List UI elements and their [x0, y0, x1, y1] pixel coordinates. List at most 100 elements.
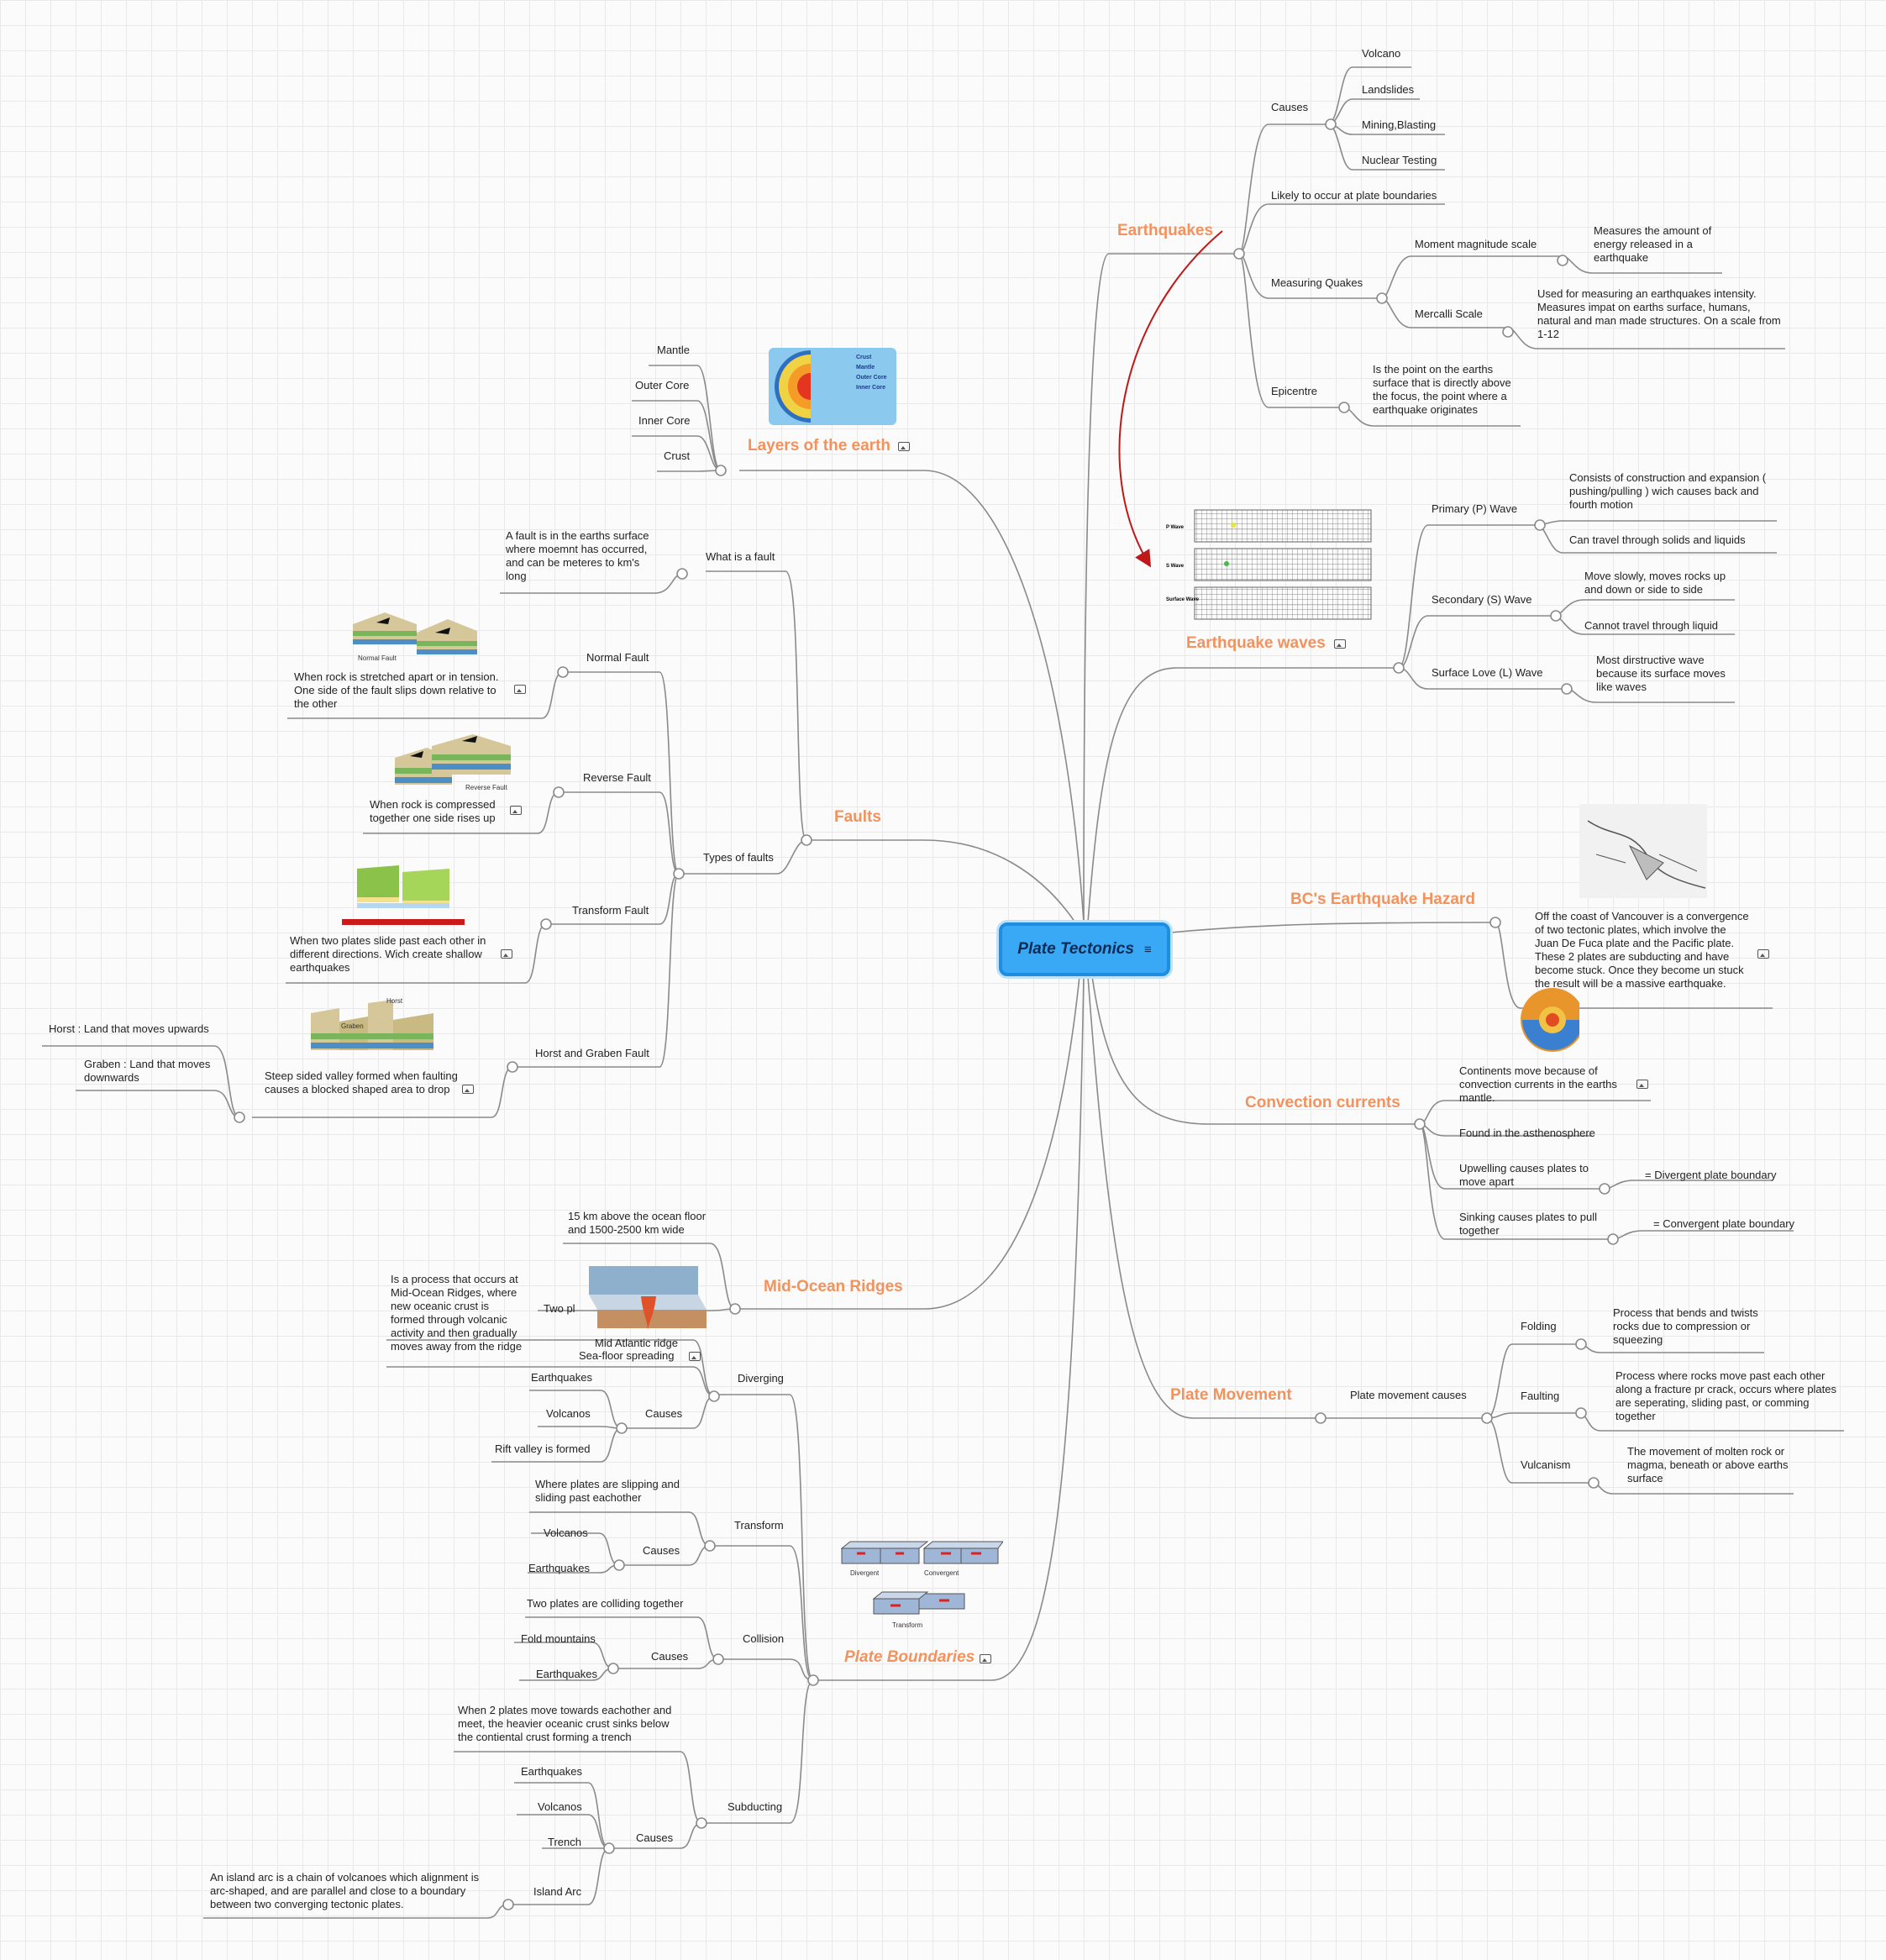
eq-moment[interactable]: Moment magnitude scale — [1415, 238, 1537, 250]
bound-div-causes[interactable]: Causes — [645, 1407, 683, 1420]
eq-causes[interactable]: Causes — [1271, 101, 1309, 113]
image-icon[interactable] — [1636, 1080, 1648, 1089]
fault-transform[interactable]: Transform Fault — [572, 904, 649, 917]
bound-tr-vol[interactable]: Volcanos — [544, 1526, 588, 1539]
bound-col-desc[interactable]: Two plates are colliding together — [527, 1597, 684, 1610]
branch-waves[interactable]: Earthquake waves — [1186, 634, 1326, 652]
eq-measuring[interactable]: Measuring Quakes — [1271, 276, 1363, 289]
bound-sub-trench[interactable]: Trench — [548, 1836, 581, 1848]
fault-horst-desc[interactable]: Steep sided valley formed when faulting … — [265, 1069, 458, 1096]
image-icon[interactable] — [462, 1085, 474, 1094]
bound-col-eq[interactable]: Earthquakes — [536, 1668, 597, 1680]
move-folding[interactable]: Folding — [1521, 1320, 1557, 1332]
bound-sub-eq[interactable]: Earthquakes — [521, 1765, 582, 1778]
eq-likely[interactable]: Likely to occur at plate boundaries — [1271, 189, 1437, 202]
fault-reverse[interactable]: Reverse Fault — [583, 771, 651, 784]
wave-p2[interactable]: Can travel through solids and liquids — [1569, 533, 1746, 546]
ridge-r1[interactable]: 15 km above the ocean floor and 1500-250… — [568, 1210, 707, 1236]
image-icon[interactable] — [898, 442, 910, 451]
wave-s2[interactable]: Cannot travel through liquid — [1584, 619, 1718, 632]
ridge-r2[interactable]: Two pl — [544, 1302, 575, 1315]
branch-earthquakes[interactable]: Earthquakes — [1117, 222, 1214, 239]
fault-what[interactable]: What is a fault — [706, 550, 775, 563]
fault-types[interactable]: Types of faults — [703, 851, 774, 864]
bound-div-vol[interactable]: Volcanos — [546, 1407, 591, 1420]
move-faulting-desc[interactable]: Process where rocks move past each other… — [1615, 1369, 1837, 1422]
bc-desc[interactable]: Off the coast of Vancouver is a converge… — [1535, 910, 1749, 990]
wave-l1[interactable]: Most dirstructive wave because its surfa… — [1596, 654, 1726, 693]
conv-c4-result[interactable]: = Convergent plate boundary — [1653, 1217, 1795, 1230]
branch-convection[interactable]: Convection currents — [1245, 1094, 1400, 1111]
layer-outer-core[interactable]: Outer Core — [635, 379, 690, 391]
horst-up[interactable]: Horst : Land that moves upwards — [49, 1022, 209, 1035]
fault-reverse-desc[interactable]: When rock is compressed together one sid… — [370, 798, 496, 824]
move-vulcanism-desc[interactable]: The movement of molten rock or magma, be… — [1627, 1445, 1789, 1484]
move-causes[interactable]: Plate movement causes — [1350, 1389, 1467, 1401]
conv-c3-result[interactable]: = Divergent plate boundary — [1645, 1169, 1777, 1181]
eq-landslides[interactable]: Landslides — [1362, 83, 1415, 96]
conv-c4[interactable]: Sinking causes plates to pull together — [1459, 1211, 1598, 1237]
bound-div-desc[interactable]: Is a process that occurs at Mid-Ocean Ri… — [391, 1273, 523, 1353]
eq-mercalli-desc[interactable]: Used for measuring an earthquakes intens… — [1537, 287, 1781, 340]
fault-horst[interactable]: Horst and Graben Fault — [535, 1047, 649, 1059]
bound-sub-vol[interactable]: Volcanos — [538, 1800, 582, 1813]
central-topic[interactable]: Plate Tectonics ≡ — [999, 922, 1170, 976]
branch-bc[interactable]: BC's Earthquake Hazard — [1290, 891, 1475, 908]
eq-mining[interactable]: Mining,Blasting — [1362, 118, 1437, 131]
eq-epicentre-desc[interactable]: Is the point on the earths surface that … — [1373, 363, 1511, 416]
layer-crust[interactable]: Crust — [664, 449, 691, 462]
bound-tr-causes[interactable]: Causes — [643, 1544, 680, 1557]
branch-movement[interactable]: Plate Movement — [1170, 1386, 1292, 1404]
notes-icon[interactable]: ≡ — [1143, 942, 1152, 957]
image-icon[interactable] — [510, 806, 522, 815]
bound-col-fold[interactable]: Fold mountains — [521, 1632, 596, 1645]
bound-sub-island[interactable]: Island Arc — [533, 1885, 582, 1898]
wave-s1[interactable]: Move slowly, moves rocks up and down or … — [1584, 570, 1726, 596]
wave-primary[interactable]: Primary (P) Wave — [1432, 502, 1518, 515]
conv-c1[interactable]: Continents move because of convection cu… — [1459, 1064, 1617, 1104]
image-icon[interactable] — [1757, 949, 1769, 959]
eq-moment-desc[interactable]: Measures the amount of energy released i… — [1594, 224, 1712, 264]
image-icon[interactable] — [514, 685, 526, 694]
bound-tr-eq[interactable]: Earthquakes — [528, 1562, 590, 1574]
image-icon[interactable] — [1334, 639, 1346, 649]
bound-collision[interactable]: Collision — [743, 1632, 785, 1645]
bound-sub-island-desc[interactable]: An island arc is a chain of volcanoes wh… — [210, 1871, 480, 1910]
wave-surface[interactable]: Surface Love (L) Wave — [1432, 666, 1543, 679]
eq-mercalli[interactable]: Mercalli Scale — [1415, 307, 1483, 320]
bound-sub-causes[interactable]: Causes — [636, 1831, 674, 1844]
bound-div-eq[interactable]: Earthquakes — [531, 1371, 592, 1384]
branch-faults[interactable]: Faults — [834, 808, 881, 826]
layer-inner-core[interactable]: Inner Core — [638, 414, 691, 427]
bound-div-rift[interactable]: Rift valley is formed — [495, 1442, 591, 1455]
bound-tr-desc[interactable]: Where plates are slipping and sliding pa… — [535, 1478, 680, 1504]
image-icon[interactable] — [980, 1654, 991, 1663]
bound-subducting[interactable]: Subducting — [728, 1800, 783, 1813]
branch-ridges[interactable]: Mid-Ocean Ridges — [764, 1278, 903, 1295]
image-icon[interactable] — [689, 1352, 701, 1361]
fault-normal[interactable]: Normal Fault — [586, 651, 649, 664]
wave-p1[interactable]: Consists of construction and expansion (… — [1569, 471, 1767, 511]
move-faulting[interactable]: Faulting — [1521, 1390, 1560, 1402]
fault-normal-desc[interactable]: When rock is stretched apart or in tensi… — [294, 670, 499, 710]
bound-transform[interactable]: Transform — [734, 1519, 784, 1532]
fault-transform-desc[interactable]: When two plates slide past each other in… — [290, 934, 486, 974]
move-folding-desc[interactable]: Process that bends and twists rocks due … — [1613, 1306, 1758, 1346]
conv-c3[interactable]: Upwelling causes plates to move apart — [1459, 1162, 1589, 1188]
bound-sub-desc[interactable]: When 2 plates move towards eachother and… — [458, 1704, 672, 1743]
conv-c2[interactable]: Found in the asthenosphere — [1459, 1127, 1595, 1139]
image-icon[interactable] — [501, 949, 512, 959]
bound-diverging[interactable]: Diverging — [738, 1372, 784, 1385]
eq-epicentre[interactable]: Epicentre — [1271, 385, 1317, 397]
bound-col-causes[interactable]: Causes — [651, 1650, 689, 1663]
eq-volcano[interactable]: Volcano — [1362, 47, 1401, 60]
eq-nuclear[interactable]: Nuclear Testing — [1362, 154, 1437, 166]
wave-secondary[interactable]: Secondary (S) Wave — [1432, 593, 1532, 606]
move-vulcanism[interactable]: Vulcanism — [1521, 1458, 1571, 1471]
graben-down[interactable]: Graben : Land that moves downwards — [84, 1058, 211, 1084]
fault-what-desc[interactable]: A fault is in the earths surface where m… — [506, 529, 649, 582]
branch-boundaries[interactable]: Plate Boundaries — [844, 1648, 975, 1666]
layer-mantle[interactable]: Mantle — [657, 344, 691, 356]
branch-layers[interactable]: Layers of the earth — [748, 437, 890, 455]
